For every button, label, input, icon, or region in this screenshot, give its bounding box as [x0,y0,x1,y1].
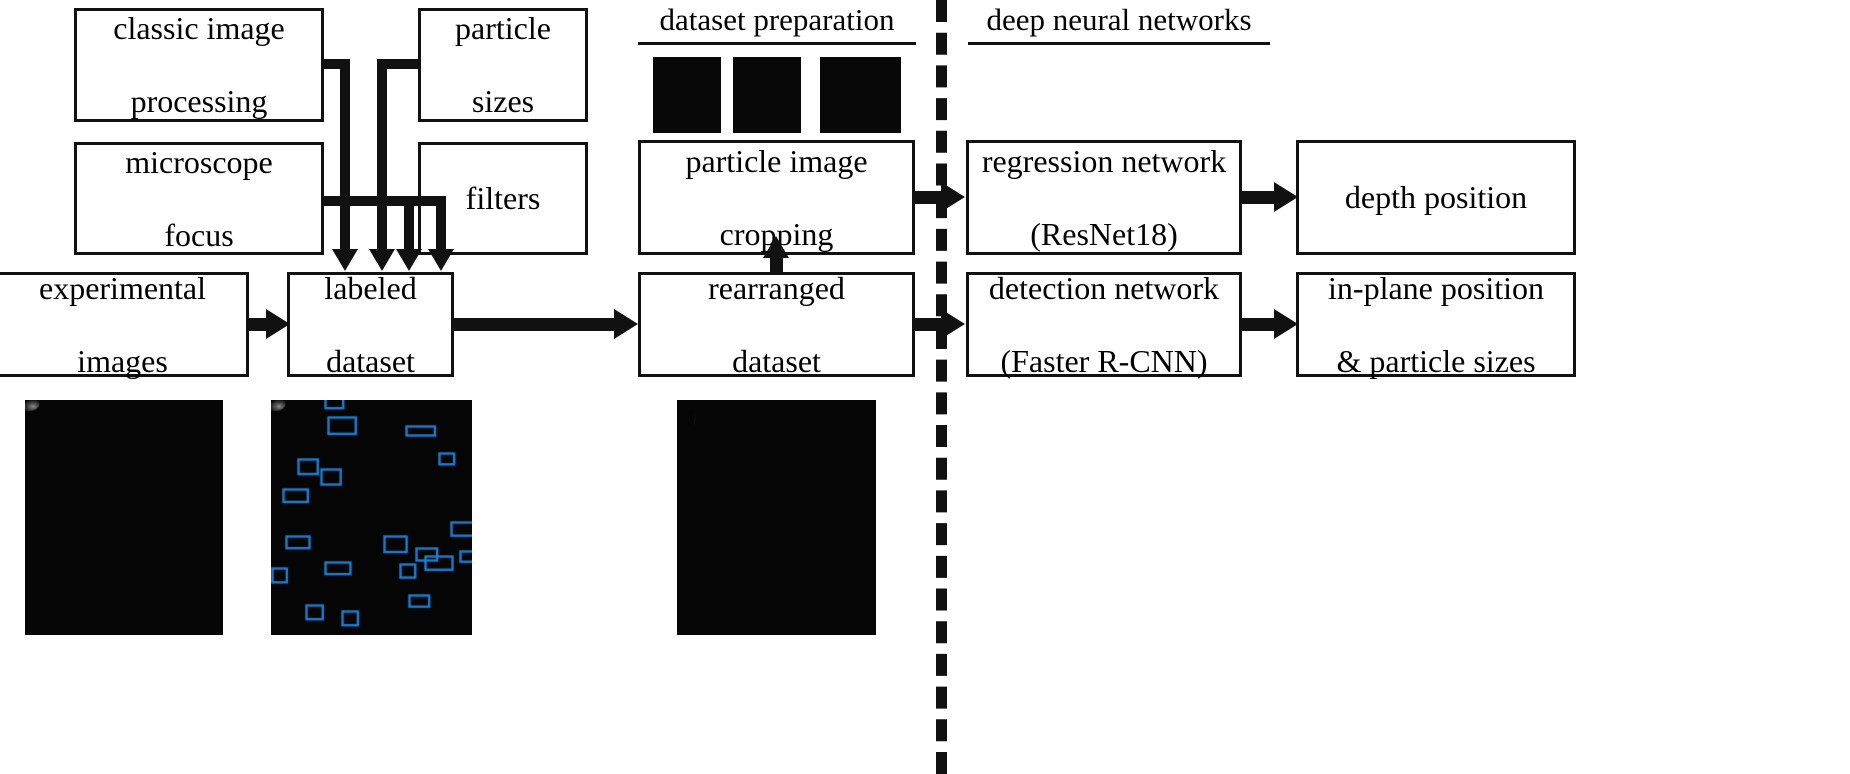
box-label-line2: (ResNet18) [1030,215,1178,252]
box-in-plane-position[interactable]: in-plane position & particle sizes [1296,270,1576,379]
connector-labeled-to-rearranged [454,318,621,331]
section-divider-dashed [936,0,947,774]
box-label-line1: experimental [38,269,207,306]
connector-filters-vertical [436,196,446,251]
box-particle-sizes[interactable]: particle sizes [418,8,588,122]
arrowhead-microscope-to-labeled [396,249,422,271]
arrowhead-detection-to-inplane [1274,309,1298,339]
box-rearranged-dataset[interactable]: rearranged dataset [638,270,915,379]
box-label-line1: classic image [113,10,285,47]
box-classic-image-processing[interactable]: classic image processing [74,8,324,122]
section-underline [968,42,1270,45]
box-label: depth position [1345,179,1527,215]
box-label-line1: microscope [125,143,273,180]
arrowhead-particle-sizes-to-labeled [369,249,395,271]
box-filters[interactable]: filters [418,142,588,255]
box-label-line1: in-plane position [1328,269,1544,306]
connector-microscope-link [324,196,414,206]
thumbnail-particle-crop-2 [733,57,801,133]
box-microscope-focus[interactable]: microscope focus [74,142,324,255]
box-label-line2: dataset [326,342,415,379]
box-detection-network[interactable]: detection network (Faster R-CNN) [966,270,1242,379]
arrowhead-classic-to-labeled [332,249,358,271]
connector-rearranged-cropping-arrow-shaft [770,256,783,274]
box-label-line2: dataset [732,342,821,379]
section-label: deep neural networks [986,2,1252,37]
box-label-line2: (Faster R-CNN) [1000,342,1208,379]
connector-microscope-riser [404,196,414,251]
box-label: filters [466,180,541,216]
box-label-line2: & particle sizes [1336,342,1536,379]
box-label: labeled dataset [324,270,416,379]
section-header-deep-neural-networks: deep neural networks [968,2,1270,45]
box-label-line2: images [77,342,168,379]
connector-particle-sizes-horizontal [377,59,418,69]
thumbnail-experimental-images [25,400,223,635]
box-label-line2: sizes [471,83,535,120]
box-depth-position[interactable]: depth position [1296,140,1576,255]
thumbnail-particle-crop-3 [820,57,901,133]
box-experimental-images[interactable]: experimental images [0,270,249,379]
box-label-line1: labeled [324,269,417,306]
arrowhead-experimental-to-labeled [266,309,290,339]
arrowhead-regression-to-depth [1274,182,1298,212]
connector-classic-horizontal [324,59,350,69]
box-label: detection network (Faster R-CNN) [989,270,1219,379]
box-label-line2: focus [164,216,234,253]
box-label-line1: regression network [981,142,1227,179]
box-label: microscope focus [125,144,273,253]
box-label: classic image processing [113,10,284,119]
thumbnail-labeled-dataset [271,400,472,635]
section-label: dataset preparation [659,2,895,37]
box-label: rearranged dataset [708,270,845,379]
box-label-line1: particle image [685,142,868,179]
arrowhead-filters-to-labeled [428,249,454,271]
box-label-line2: processing [130,83,268,120]
connector-particle-sizes-vertical [377,59,387,251]
box-label-line1: filters [465,180,541,217]
thumbnail-rearranged-dataset [677,400,876,635]
box-labeled-dataset[interactable]: labeled dataset [287,270,454,379]
box-regression-network[interactable]: regression network (ResNet18) [966,140,1242,255]
box-label-line1: particle [455,10,551,47]
thumbnail-particle-crop-1 [653,57,721,133]
box-label: particle sizes [455,10,551,119]
section-header-dataset-preparation: dataset preparation [638,2,916,45]
connector-regression-to-depth [1242,191,1282,204]
box-label-line1: depth position [1344,179,1528,216]
box-label: experimental images [39,270,206,379]
connector-filters-link [396,196,446,206]
box-label-line1: rearranged [708,269,845,306]
arrowhead-labeled-to-rearranged [614,309,638,339]
arrowhead-rearranged-to-cropping [763,236,789,258]
connector-classic-vertical [340,59,350,251]
connector-detection-to-inplane [1242,318,1282,331]
section-underline [638,42,916,45]
box-label-line1: detection network [988,269,1220,306]
box-label: regression network (ResNet18) [982,143,1226,252]
box-label: in-plane position & particle sizes [1328,270,1544,379]
